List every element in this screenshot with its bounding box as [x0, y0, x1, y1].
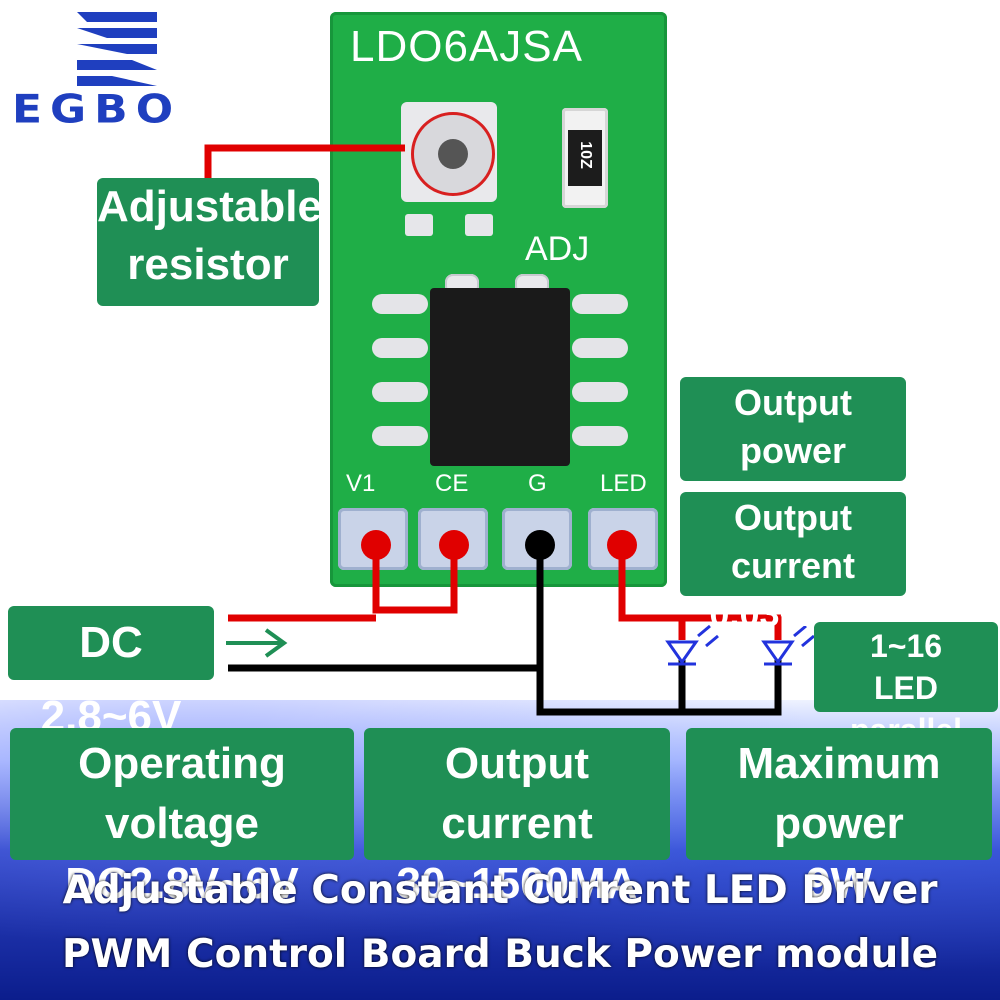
callout-output-current-top: Output current 0.03~1.5A	[680, 492, 906, 634]
callout-dc-input-text: DC 2.8~6V	[40, 618, 182, 741]
terminal-label-led: LED	[600, 470, 647, 497]
terminal-label-ce: CE	[435, 470, 469, 497]
potentiometer-pin-left	[405, 214, 433, 236]
led-symbol-icon	[761, 624, 815, 666]
chip-lead	[372, 426, 428, 446]
title-line-1: Adjustable Constant Current LED Driver	[62, 868, 938, 913]
callout-adjustable-resistor-line2: resistor	[127, 240, 289, 289]
brand-logo: EGBO	[12, 8, 222, 132]
terminal-dot-v1	[361, 530, 391, 560]
spec-output-current-value: 30~1500MA	[396, 859, 638, 908]
chip-lead	[572, 382, 628, 402]
potentiometer-pin-right	[465, 214, 493, 236]
callout-led-parallel-count: 1~16	[869, 628, 943, 664]
chip-lead	[572, 338, 628, 358]
resistor-callout-wire	[204, 144, 405, 178]
ic-chip	[430, 288, 570, 466]
callout-output-power-title: Output power	[734, 382, 852, 471]
logo-mark-icon	[77, 12, 157, 86]
logo-text: EGBO	[12, 86, 182, 133]
adj-label: ADJ	[525, 230, 590, 268]
terminal-dot-led	[607, 530, 637, 560]
resistor-body	[568, 130, 602, 186]
title-line-2: PWM Control Board Buck Power module	[61, 932, 939, 977]
ground-return-wire	[536, 545, 782, 716]
spec-output-current: Output current 30~1500MA	[364, 728, 670, 908]
callout-output-current-top-title: Output current	[730, 497, 856, 586]
callout-adjustable-resistor-line1: Adjustable	[97, 182, 322, 231]
callout-dc-input: DC 2.8~6V	[8, 606, 214, 741]
smd-resistor: 10Z	[562, 108, 608, 208]
terminal-dot-ce	[439, 530, 469, 560]
chip-lead	[372, 382, 428, 402]
spec-operating-voltage: Operating voltage DC2.8V~6V	[10, 728, 354, 908]
spec-operating-voltage-value: DC2.8V~6V	[65, 859, 299, 908]
input-arrow-icon	[226, 628, 288, 658]
chip-lead	[572, 426, 628, 446]
terminal-label-g: G	[528, 470, 547, 497]
spec-maximum-power-title: Maximum power	[737, 739, 941, 848]
callout-adjustable-resistor: Adjustable resistor	[97, 178, 322, 306]
positive-input-wire-join	[372, 545, 458, 614]
terminal-dot-g	[525, 530, 555, 560]
led-symbol-icon	[665, 624, 719, 666]
spec-output-current-title: Output current	[441, 739, 593, 848]
board-model-label: LDO6AJSA	[350, 22, 583, 71]
potentiometer	[395, 96, 505, 236]
spec-operating-voltage-title: Operating voltage	[78, 739, 286, 848]
chip-lead	[572, 294, 628, 314]
callout-output-power: Output power 9W	[680, 377, 906, 519]
potentiometer-knob	[438, 139, 468, 169]
chip-lead	[372, 294, 428, 314]
led-positive-wire	[618, 545, 782, 640]
callout-led-parallel: 1~16 LED parallel	[814, 622, 998, 748]
spec-maximum-power-value: 9W	[806, 859, 872, 908]
potentiometer-highlight-ring	[411, 112, 495, 196]
terminal-label-v1: V1	[346, 470, 376, 497]
spec-maximum-power: Maximum power 9W	[686, 728, 992, 908]
chip-lead	[372, 338, 428, 358]
